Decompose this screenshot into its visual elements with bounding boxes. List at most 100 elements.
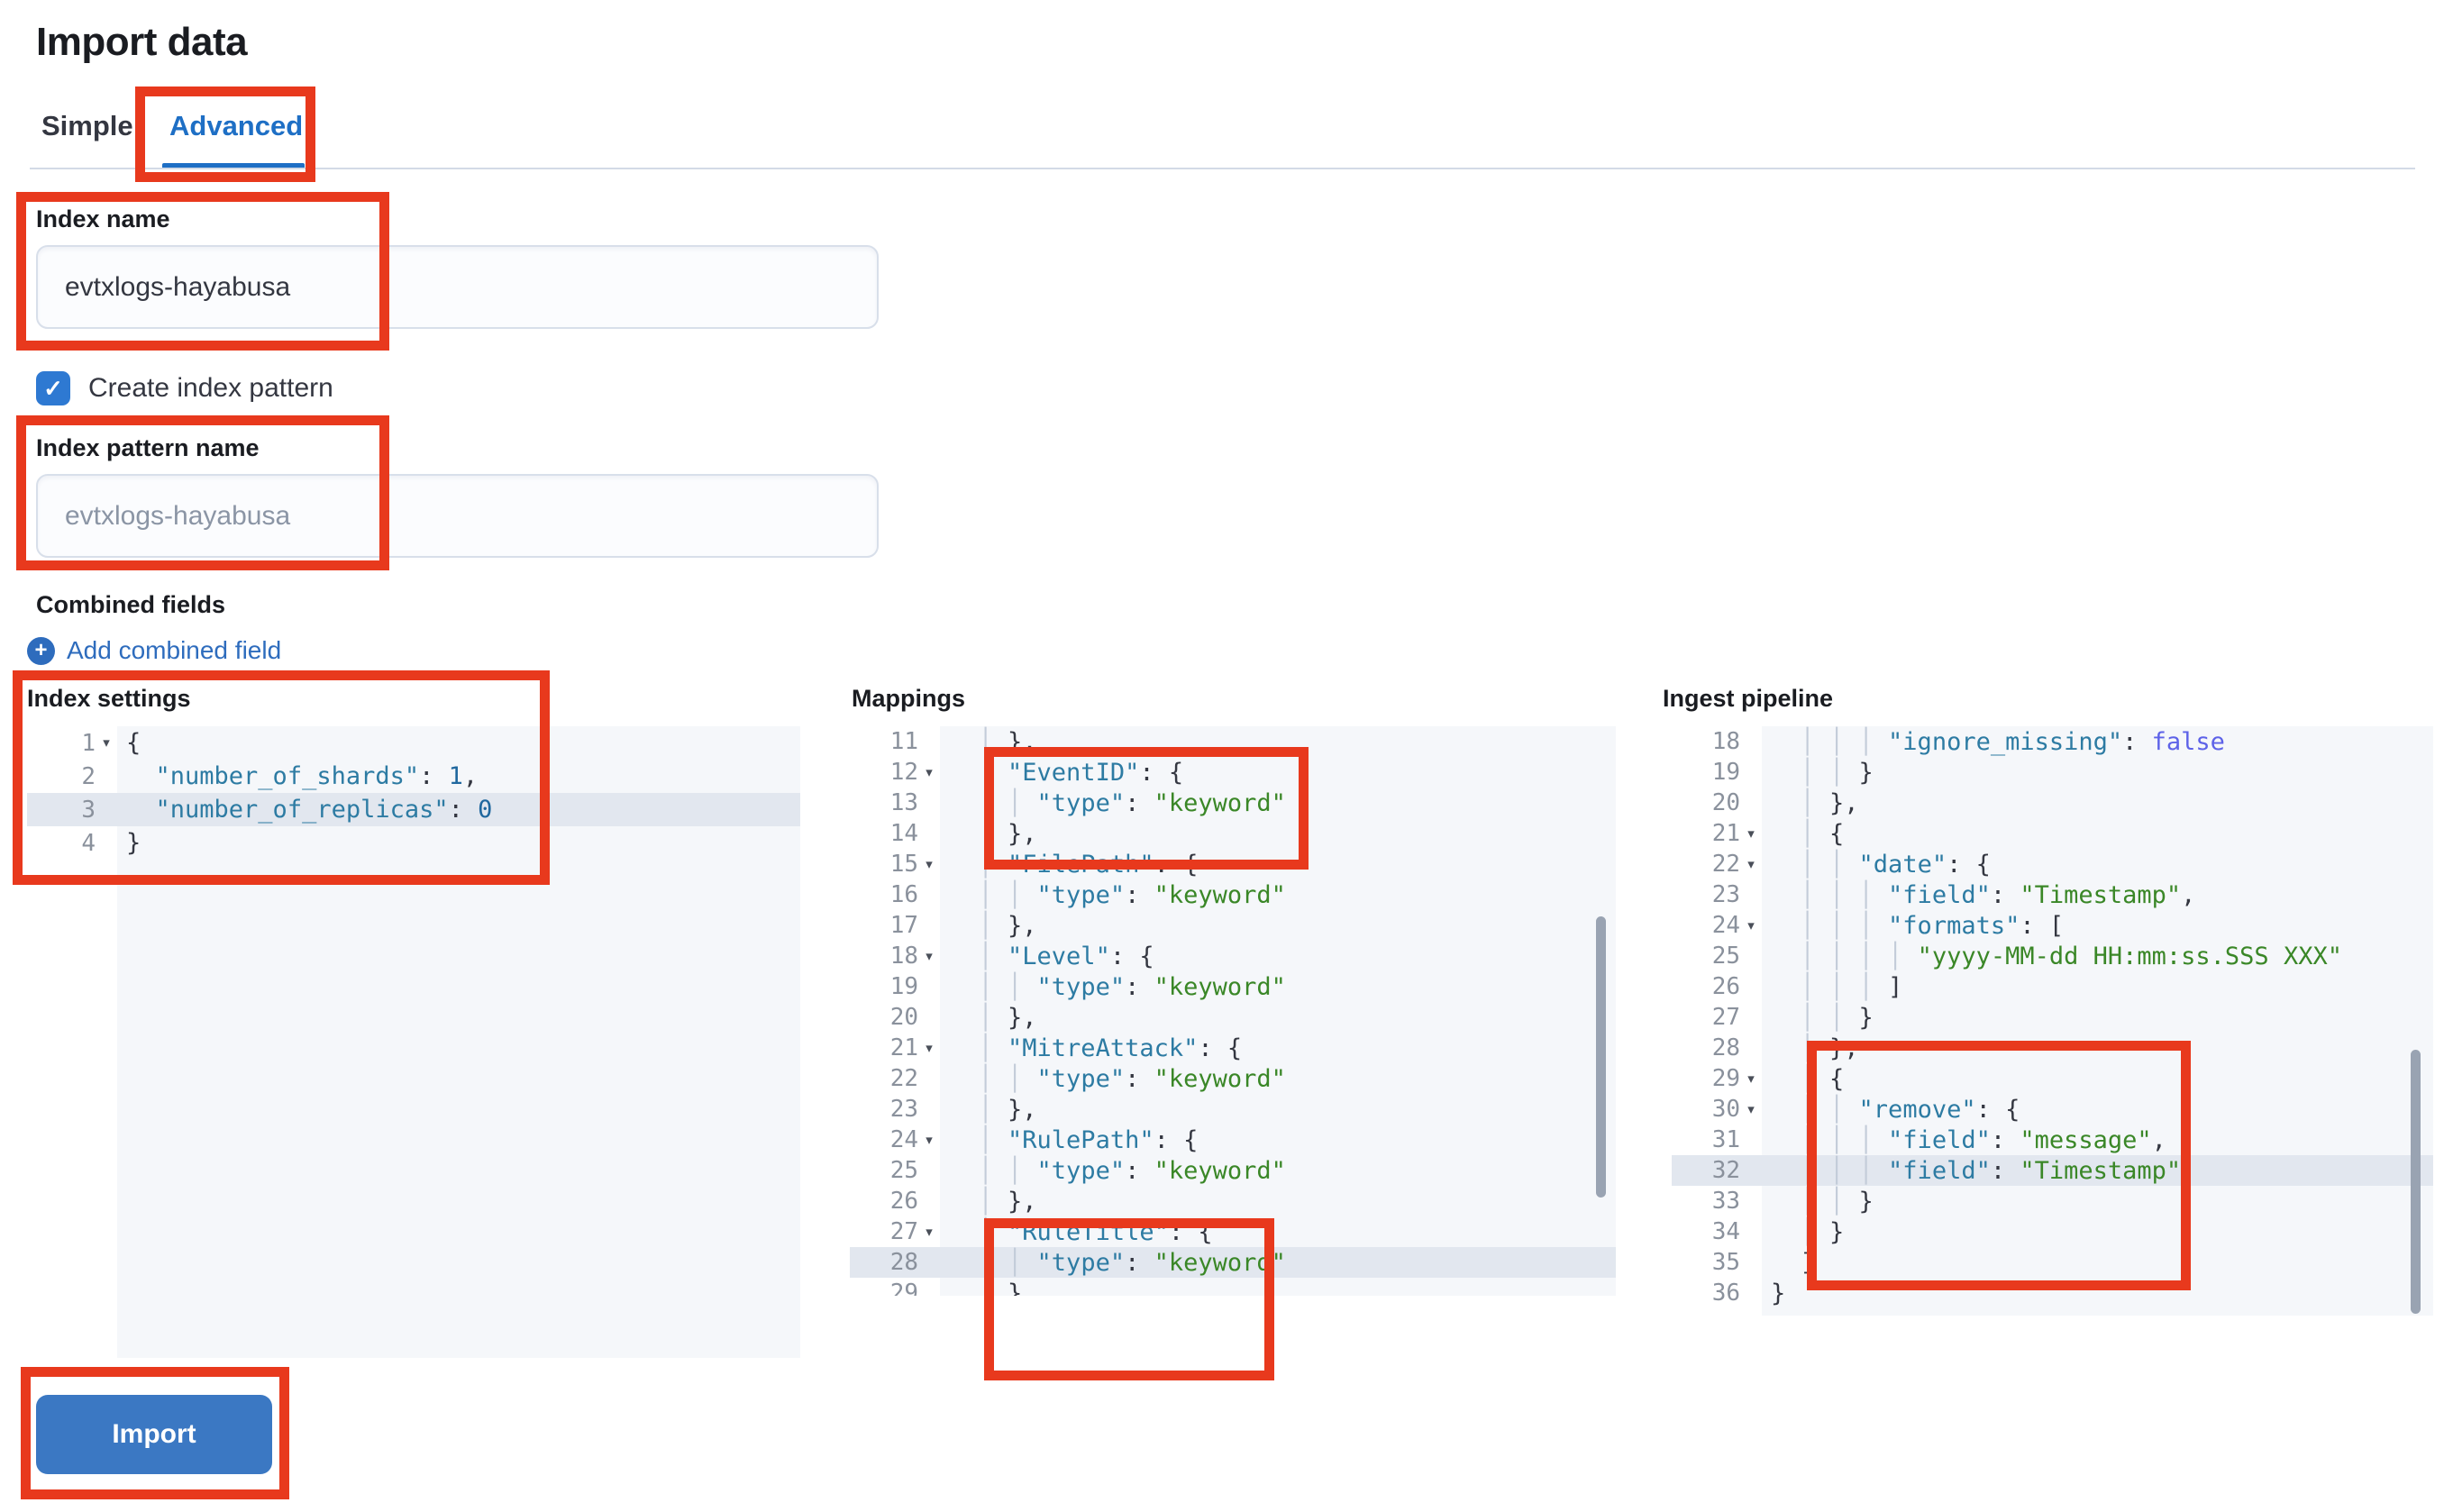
line-number-gutter: 29▾ xyxy=(1672,1065,1762,1092)
code-line[interactable]: 30▾ │ │ "remove": { xyxy=(1672,1094,2433,1125)
index-settings-editor[interactable]: 1▾{2 "number_of_shards": 1,3 "number_of_… xyxy=(27,726,800,1358)
line-number-gutter: 21▾ xyxy=(850,1034,940,1061)
fold-arrow-icon[interactable]: ▾ xyxy=(1747,917,1755,934)
line-number-gutter: 32 xyxy=(1672,1157,1762,1184)
code-text: │ }, xyxy=(949,1279,1037,1297)
line-number-gutter: 22▾ xyxy=(1672,851,1762,878)
line-number-gutter: 4 xyxy=(27,830,117,857)
tab-simple[interactable]: Simple xyxy=(41,110,133,141)
code-line[interactable]: 34 │ } xyxy=(1672,1216,2433,1247)
code-line[interactable]: 29 │ }, xyxy=(850,1278,1616,1297)
code-line[interactable]: 27 │ │ } xyxy=(1672,1002,2433,1033)
code-text: │ │ "type": "keyword" xyxy=(949,1248,1286,1277)
code-line[interactable]: 36} xyxy=(1672,1278,2433,1308)
line-number: 14 xyxy=(889,820,918,847)
index-pattern-name-label: Index pattern name xyxy=(36,434,260,461)
code-line[interactable]: 29▾ │ { xyxy=(1672,1063,2433,1094)
code-line[interactable]: 35 ] xyxy=(1672,1247,2433,1278)
fold-arrow-icon[interactable]: ▾ xyxy=(103,735,110,751)
code-line[interactable]: 13 │ │ "type": "keyword" xyxy=(850,788,1616,818)
code-text: } xyxy=(126,829,141,857)
code-line[interactable]: 19 │ │ } xyxy=(1672,757,2433,788)
code-line[interactable]: 20 │ }, xyxy=(850,1002,1616,1033)
code-line[interactable]: 4} xyxy=(27,826,800,860)
code-line[interactable]: 15▾ │ "FilePath": { xyxy=(850,849,1616,879)
fold-arrow-icon[interactable]: ▾ xyxy=(926,856,933,872)
code-line[interactable]: 19 │ │ "type": "keyword" xyxy=(850,971,1616,1002)
tabs-divider xyxy=(30,168,2415,169)
tab-advanced[interactable]: Advanced xyxy=(169,110,304,141)
mappings-editor[interactable]: 11 │ },12▾ │ "EventID": {13 │ │ "type": … xyxy=(850,726,1616,1296)
line-number-gutter: 13 xyxy=(850,789,940,816)
line-number: 13 xyxy=(889,789,918,816)
code-line[interactable]: 14 │ }, xyxy=(850,818,1616,849)
code-text: │ "RuleTitle": { xyxy=(949,1217,1213,1246)
code-text: │ }, xyxy=(949,1003,1037,1032)
code-line[interactable]: 25 │ │ "type": "keyword" xyxy=(850,1155,1616,1186)
ingest-vertical-scrollbar[interactable] xyxy=(2411,1050,2421,1314)
code-line[interactable]: 28 │ }, xyxy=(1672,1033,2433,1063)
fold-arrow-icon[interactable]: ▾ xyxy=(1747,1101,1755,1117)
fold-arrow-icon[interactable]: ▾ xyxy=(926,1224,933,1240)
index-pattern-name-input[interactable] xyxy=(36,474,879,558)
line-number: 24 xyxy=(1711,912,1740,939)
code-line[interactable]: 12▾ │ "EventID": { xyxy=(850,757,1616,788)
index-settings-label: Index settings xyxy=(27,685,191,712)
code-line[interactable]: 2 "number_of_shards": 1, xyxy=(27,760,800,793)
create-index-pattern-label[interactable]: Create index pattern xyxy=(88,373,333,403)
code-line[interactable]: 26 │ }, xyxy=(850,1186,1616,1216)
line-number-gutter: 21▾ xyxy=(1672,820,1762,847)
code-line[interactable]: 24▾ │ │ │ "formats": [ xyxy=(1672,910,2433,941)
index-name-input[interactable] xyxy=(36,245,879,329)
code-line[interactable]: 33 │ │ } xyxy=(1672,1186,2433,1216)
code-line[interactable]: 32 │ │ │ "field": "Timestamp" xyxy=(1672,1155,2433,1186)
combined-fields-label: Combined fields xyxy=(36,591,226,618)
fold-arrow-icon[interactable]: ▾ xyxy=(926,1132,933,1148)
code-line[interactable]: 21▾ │ { xyxy=(1672,818,2433,849)
line-number: 15 xyxy=(889,851,918,878)
code-line[interactable]: 22▾ │ │ "date": { xyxy=(1672,849,2433,879)
code-text: ] xyxy=(1771,1248,1815,1277)
code-line[interactable]: 24▾ │ "RulePath": { xyxy=(850,1125,1616,1155)
line-number-gutter: 3 xyxy=(27,797,117,824)
code-line[interactable]: 26 │ │ │ ] xyxy=(1672,971,2433,1002)
code-line[interactable]: 18▾ │ "Level": { xyxy=(850,941,1616,971)
mappings-vertical-scrollbar[interactable] xyxy=(1596,916,1606,1198)
code-line[interactable]: 22 │ │ "type": "keyword" xyxy=(850,1063,1616,1094)
line-number: 23 xyxy=(1711,881,1740,908)
import-button[interactable]: Import xyxy=(36,1395,272,1474)
fold-arrow-icon[interactable]: ▾ xyxy=(926,948,933,964)
code-line[interactable]: 27▾ │ "RuleTitle": { xyxy=(850,1216,1616,1247)
fold-arrow-icon[interactable]: ▾ xyxy=(926,1040,933,1056)
code-line[interactable]: 28 │ │ "type": "keyword" xyxy=(850,1247,1616,1278)
code-text: │ }, xyxy=(949,1095,1037,1124)
fold-arrow-icon[interactable]: ▾ xyxy=(1747,856,1755,872)
code-line[interactable]: 20 │ }, xyxy=(1672,788,2433,818)
code-text: │ │ "type": "keyword" xyxy=(949,880,1286,909)
code-text: { xyxy=(126,729,141,757)
code-text: │ "Level": { xyxy=(949,942,1154,970)
line-number: 22 xyxy=(889,1065,918,1092)
code-line[interactable]: 16 │ │ "type": "keyword" xyxy=(850,879,1616,910)
code-line[interactable]: 17 │ }, xyxy=(850,910,1616,941)
code-line[interactable]: 3 "number_of_replicas": 0 xyxy=(27,793,800,826)
fold-arrow-icon[interactable]: ▾ xyxy=(1747,825,1755,842)
line-number: 4 xyxy=(81,829,96,857)
add-combined-field-link[interactable]: + Add combined field xyxy=(27,636,281,665)
create-index-pattern-checkbox[interactable]: ✓ xyxy=(36,371,70,405)
line-number: 19 xyxy=(1711,759,1740,786)
code-line[interactable]: 21▾ │ "MitreAttack": { xyxy=(850,1033,1616,1063)
code-line[interactable]: 31 │ │ │ "field": "message", xyxy=(1672,1125,2433,1155)
fold-arrow-icon[interactable]: ▾ xyxy=(926,764,933,780)
fold-arrow-icon[interactable]: ▾ xyxy=(1747,1070,1755,1087)
code-text: │ }, xyxy=(949,911,1037,940)
line-number-gutter: 30▾ xyxy=(1672,1096,1762,1123)
code-line[interactable]: 23 │ │ │ "field": "Timestamp", xyxy=(1672,879,2433,910)
code-line[interactable]: 11 │ }, xyxy=(850,726,1616,757)
code-line[interactable]: 1▾{ xyxy=(27,726,800,760)
code-line[interactable]: 18 │ │ │ "ignore_missing": false xyxy=(1672,726,2433,757)
code-line[interactable]: 25 │ │ │ │ "yyyy-MM-dd HH:mm:ss.SSS XXX" xyxy=(1672,941,2433,971)
line-number-gutter: 25 xyxy=(1672,943,1762,970)
code-line[interactable]: 23 │ }, xyxy=(850,1094,1616,1125)
